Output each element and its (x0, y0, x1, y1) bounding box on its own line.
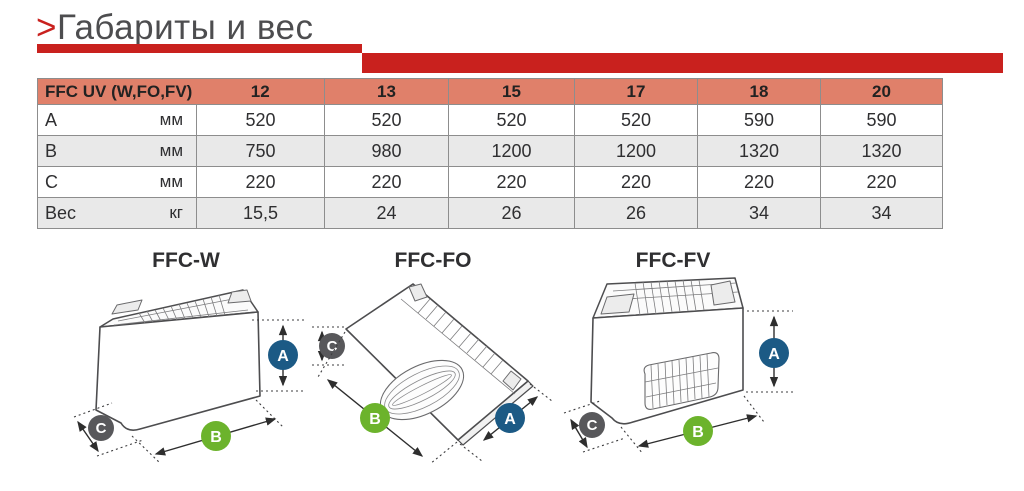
value-cell: 1200 (448, 135, 575, 167)
value-cell: 220 (196, 166, 325, 198)
value-cell: 750 (196, 135, 325, 167)
unit-front-face (95, 311, 261, 431)
row-unit: мм (159, 110, 183, 129)
diagram-title-ffc-fv: FFC-FV (635, 249, 711, 272)
table-header-row: FFC UV (W,FO,FV) 12 13 15 17 18 20 (37, 78, 943, 105)
row-unit: мм (159, 172, 183, 191)
accent-bar-long (362, 53, 1003, 73)
value-cell: 34 (697, 197, 821, 229)
value-cell: 520 (324, 104, 449, 136)
dim-c-badge (579, 412, 605, 438)
value-cell: 26 (448, 197, 575, 229)
table-row-weight: Вес кг 15,5 24 26 26 34 34 (37, 197, 943, 229)
row-label: C (45, 171, 58, 192)
dim-b-label: B (369, 411, 381, 428)
value-cell: 220 (574, 166, 698, 198)
dimension-arrow-c (77, 420, 99, 453)
dim-a-badge (495, 403, 525, 433)
extension-line (620, 395, 765, 455)
extension-line (73, 402, 144, 457)
dim-b-badge (360, 403, 390, 433)
value-cell: 220 (820, 166, 943, 198)
value-cell: 220 (448, 166, 575, 198)
value-cell: 590 (820, 104, 943, 136)
grille-cap-left (111, 299, 143, 315)
grille-cap-right (227, 289, 252, 304)
dim-c-label: C (96, 420, 107, 437)
grille-cap-right (502, 370, 522, 391)
title-arrow-mark: > (36, 8, 57, 47)
top-grille-hatch (608, 279, 739, 316)
extension-line (317, 331, 458, 465)
ffc-fv-drawing: A B C (563, 277, 793, 455)
extension-line (563, 400, 626, 453)
column-header-18: 18 (697, 78, 821, 105)
dim-a-label: A (277, 348, 289, 365)
value-cell: 26 (574, 197, 698, 229)
value-cell: 34 (820, 197, 943, 229)
value-cell: 1200 (574, 135, 698, 167)
column-header-17: 17 (574, 78, 698, 105)
dim-a-label: A (768, 346, 780, 363)
row-unit: кг (169, 203, 183, 222)
value-cell: 15,5 (196, 197, 325, 229)
accent-bar-short (37, 44, 362, 53)
dim-b-label: B (210, 429, 222, 446)
dim-b-badge (683, 416, 713, 446)
table-row-c: C мм 220 220 220 220 220 220 (37, 166, 943, 198)
table-header-model: FFC UV (W,FO,FV) (37, 78, 197, 105)
dimension-arrow-c (570, 418, 588, 449)
dim-a-badge (268, 340, 298, 370)
side-grille-hatch (400, 298, 516, 395)
value-cell: 1320 (697, 135, 821, 167)
dim-c-badge (88, 415, 114, 441)
dim-c-label: C (587, 417, 598, 434)
value-cell: 520 (574, 104, 698, 136)
dim-c-badge (319, 333, 345, 359)
grille-cap-top (408, 283, 428, 302)
row-label: A (45, 109, 58, 130)
value-cell: 220 (697, 166, 821, 198)
table-row-a: A мм 520 520 520 520 590 590 (37, 104, 943, 136)
value-cell: 520 (448, 104, 575, 136)
ffc-fo-drawing: C B A (312, 283, 553, 465)
extension-line (312, 326, 346, 366)
diagram-title-ffc-w: FFC-W (152, 249, 220, 272)
diagram-title-ffc-fo: FFC-FO (394, 249, 472, 272)
row-unit: мм (159, 141, 183, 160)
column-header-20: 20 (820, 78, 943, 105)
dim-a-badge (759, 338, 789, 368)
table-row-b: B мм 750 980 1200 1200 1320 1320 (37, 135, 943, 167)
grille-hatch (113, 294, 249, 326)
belly-grille-hatch (644, 353, 719, 409)
value-cell: 590 (697, 104, 821, 136)
dim-c-label: C (327, 338, 338, 355)
dim-a-label: A (504, 411, 516, 428)
value-cell: 1320 (820, 135, 943, 167)
grille-cap-right (710, 280, 736, 306)
dim-b-label: B (692, 424, 704, 441)
extension-line (131, 399, 285, 464)
row-label: Вес (45, 202, 77, 223)
value-cell: 220 (324, 166, 449, 198)
page-title: >Габариты и вес (36, 8, 313, 48)
grille-cap-left (600, 293, 635, 315)
value-cell: 520 (196, 104, 325, 136)
page-title-text: Габариты и вес (56, 8, 314, 47)
ffc-w-drawing: A B C (73, 289, 306, 464)
value-cell: 24 (324, 197, 449, 229)
dimensions-table: FFC UV (W,FO,FV) 12 13 15 17 18 20 A мм … (37, 78, 943, 229)
column-header-12: 12 (196, 78, 325, 105)
value-cell: 980 (324, 135, 449, 167)
dim-b-badge (201, 421, 231, 451)
extension-line (252, 319, 306, 392)
column-header-13: 13 (324, 78, 449, 105)
row-label: B (45, 140, 58, 161)
column-header-15: 15 (448, 78, 575, 105)
